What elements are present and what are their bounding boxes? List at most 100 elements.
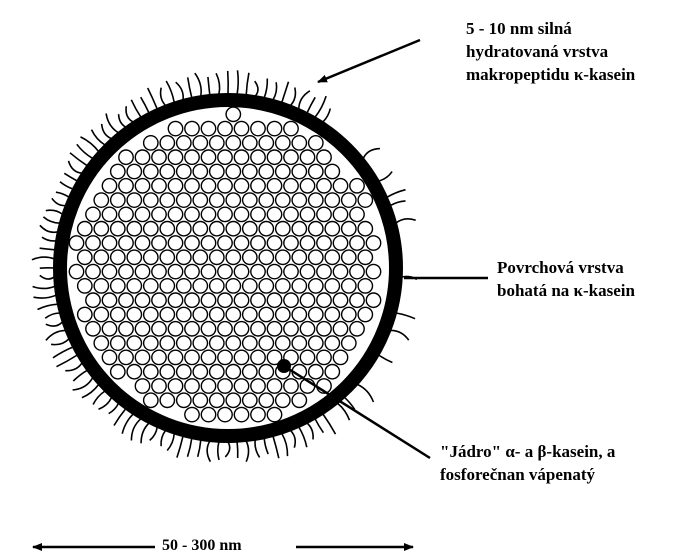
submicelle <box>300 264 314 278</box>
submicelle <box>292 336 306 350</box>
submicelle <box>350 322 364 336</box>
hair-strand <box>69 161 83 173</box>
submicelle <box>358 307 372 321</box>
submicelle <box>333 322 347 336</box>
submicelle <box>135 179 149 193</box>
label-core: "Jádro" α- a β-kasein, a fosforečnan váp… <box>440 440 615 486</box>
submicelle <box>226 222 240 236</box>
submicelle <box>201 293 215 307</box>
hair-strand <box>208 77 210 95</box>
submicelle <box>300 236 314 250</box>
submicelle <box>350 236 364 250</box>
submicelle <box>152 207 166 221</box>
submicelle <box>251 407 265 421</box>
submicelle <box>119 293 133 307</box>
submicelle <box>193 136 207 150</box>
submicelle <box>333 264 347 278</box>
submicelle <box>210 136 224 150</box>
submicelle <box>358 222 372 236</box>
submicelle <box>317 322 331 336</box>
submicelle <box>69 236 83 250</box>
submicelle <box>218 379 232 393</box>
hair-strand <box>64 173 77 181</box>
submicelle <box>317 207 331 221</box>
hair-strand <box>188 77 192 97</box>
submicelle <box>144 307 158 321</box>
submicelle <box>284 179 298 193</box>
submicelle <box>226 336 240 350</box>
submicelle <box>234 179 248 193</box>
submicelle <box>185 407 199 421</box>
hair-strand <box>290 430 295 447</box>
submicelle <box>309 136 323 150</box>
submicelle <box>119 322 133 336</box>
hair-strand <box>255 440 260 458</box>
submicelle <box>185 236 199 250</box>
submicelle <box>309 336 323 350</box>
submicelle <box>276 336 290 350</box>
submicelle <box>342 222 356 236</box>
submicelle <box>276 307 290 321</box>
submicelle <box>127 279 141 293</box>
submicelle <box>342 307 356 321</box>
submicelle <box>102 207 116 221</box>
hair-strand <box>387 190 406 198</box>
hair-strand <box>299 427 307 447</box>
submicelle <box>210 365 224 379</box>
submicelle <box>152 293 166 307</box>
submicelle <box>243 393 257 407</box>
submicelle <box>135 236 149 250</box>
submicelle <box>259 193 273 207</box>
label-hydrated-layer: 5 - 10 nm silná hydratovaná vrstva makro… <box>466 17 635 86</box>
hair-strand <box>188 438 192 457</box>
submicelle <box>185 179 199 193</box>
submicelle <box>177 279 191 293</box>
submicelle <box>127 365 141 379</box>
submicelle <box>185 379 199 393</box>
submicelle <box>284 264 298 278</box>
submicelle <box>267 207 281 221</box>
submicelle <box>218 264 232 278</box>
submicelle <box>135 150 149 164</box>
submicelle <box>309 193 323 207</box>
hair-strand <box>122 414 133 434</box>
submicelle <box>251 322 265 336</box>
hair-strand <box>148 88 158 109</box>
submicelle <box>342 279 356 293</box>
submicelle <box>152 236 166 250</box>
submicelle <box>94 193 108 207</box>
submicelle <box>185 322 199 336</box>
submicelle <box>333 207 347 221</box>
submicelle <box>218 293 232 307</box>
submicelle <box>226 307 240 321</box>
submicelle <box>160 193 174 207</box>
submicelle <box>168 150 182 164</box>
submicelle <box>193 307 207 321</box>
hair-strand <box>237 70 238 94</box>
hair-strand <box>218 442 219 460</box>
hair-strand <box>40 248 55 250</box>
submicelle <box>160 336 174 350</box>
hair-strand <box>33 286 55 288</box>
submicelle <box>210 336 224 350</box>
hair-strand <box>43 217 60 223</box>
submicelle <box>135 379 149 393</box>
submicelle <box>309 279 323 293</box>
hair-strand <box>315 419 323 433</box>
submicelle <box>160 136 174 150</box>
submicelle <box>152 379 166 393</box>
submicelle <box>201 207 215 221</box>
submicelle <box>127 222 141 236</box>
submicelle <box>177 250 191 264</box>
submicelle <box>177 222 191 236</box>
hair-strand <box>119 114 126 127</box>
hair-strand <box>42 237 56 241</box>
hair-strand <box>65 363 82 371</box>
hair-strand <box>161 430 166 446</box>
submicelle <box>210 307 224 321</box>
submicelle <box>119 264 133 278</box>
submicelle <box>267 407 281 421</box>
hair-strand <box>106 114 118 133</box>
submicelle <box>366 236 380 250</box>
submicelle <box>284 379 298 393</box>
